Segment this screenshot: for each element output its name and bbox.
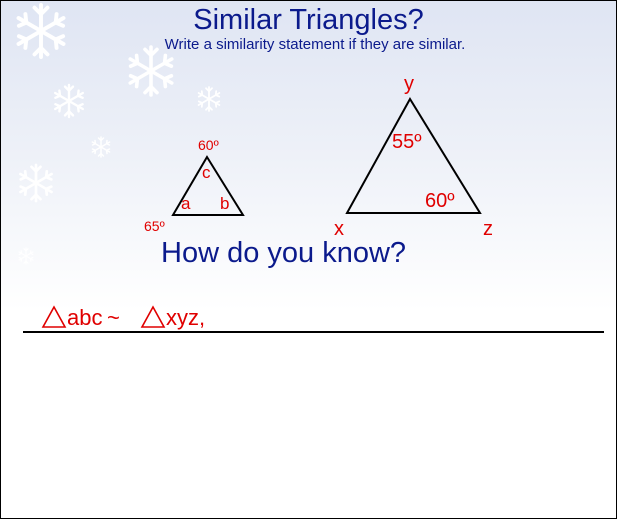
triangle-icon — [140, 305, 166, 328]
large-vertex-y: y — [404, 73, 414, 95]
slide-title: Similar Triangles? — [193, 4, 424, 36]
large-angle-right: 60º — [425, 190, 455, 212]
large-vertex-z: z — [483, 218, 493, 240]
statement-left-name: abc — [67, 305, 103, 330]
statement-relation: ~ — [107, 305, 120, 330]
small-angle-bottom-left: 65º — [144, 218, 165, 234]
large-triangle — [345, 97, 482, 214]
small-angle-top: 60º — [198, 137, 219, 153]
large-vertex-x: x — [334, 218, 344, 240]
question-text: How do you know? — [161, 237, 407, 269]
small-vertex-a: a — [181, 194, 191, 213]
statement-right-name: xyz, — [166, 305, 206, 330]
small-vertex-b: b — [220, 194, 230, 213]
answer-line — [23, 331, 604, 333]
slide-subtitle: Write a similarity statement if they are… — [164, 36, 466, 53]
large-angle-top: 55º — [392, 131, 422, 153]
triangle-icon — [41, 305, 67, 328]
small-triangle — [171, 155, 245, 216]
small-vertex-c: c — [202, 163, 211, 182]
